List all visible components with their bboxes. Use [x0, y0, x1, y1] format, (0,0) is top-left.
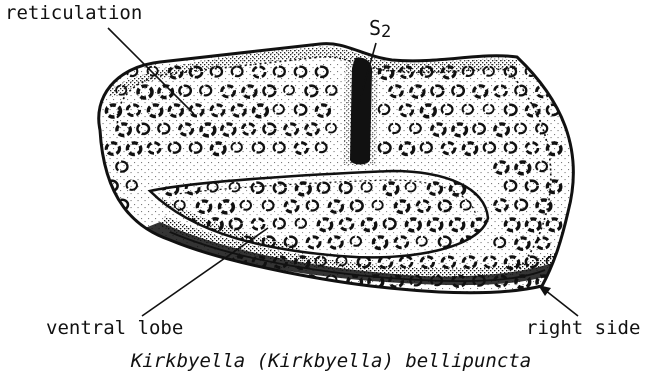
reticulation-pit: [127, 257, 138, 267]
reticulation-pit: [158, 276, 168, 285]
reticulation-pit: [116, 276, 127, 286]
right-side-leader: [545, 290, 578, 316]
reticulation-pit: [547, 67, 561, 79]
sulcus-s2-stipple: [343, 62, 378, 165]
reticulation-pit-shadow: [285, 282, 293, 288]
reticulation-pit: [242, 276, 252, 285]
reticulation-pit-shadow: [232, 263, 240, 269]
reticulation-pit-shadow: [264, 282, 272, 288]
right-side-label: right side: [526, 319, 640, 338]
species-caption: Kirkbyella (Kirkbyella) bellipuncta: [0, 352, 662, 371]
reticulation-pit: [264, 276, 277, 288]
s2-label: S2: [369, 18, 391, 39]
reticulation-pit: [106, 257, 116, 266]
reticulation-pit: [201, 276, 214, 287]
reticulation-pit: [117, 238, 129, 249]
reticulation-pit: [148, 257, 161, 268]
carapace-right-valve: [95, 40, 575, 300]
reticulation-pit: [127, 219, 138, 229]
reticulation-pit-shadow: [148, 263, 156, 269]
s2-subscript: 2: [381, 22, 391, 42]
reticulation-pit-shadow: [106, 225, 114, 231]
reticulation-pit: [106, 67, 116, 76]
right-side-arrowhead: [538, 285, 551, 296]
s2-letter: S: [369, 16, 381, 40]
reticulation-pit: [222, 276, 234, 286]
reticulation-pit: [169, 257, 180, 267]
ventral-lobe-label: ventral lobe: [46, 319, 183, 338]
reticulation-pit-shadow: [190, 263, 198, 269]
reticulation-pit: [106, 219, 119, 230]
reticulation-pit: [137, 276, 148, 285]
reticulation-pit-shadow: [547, 73, 555, 79]
reticulation-label: reticulation: [5, 4, 142, 23]
reticulation-pit-shadow: [201, 282, 209, 288]
reticulation-pit: [190, 257, 203, 268]
reticulation-pit: [285, 276, 299, 288]
